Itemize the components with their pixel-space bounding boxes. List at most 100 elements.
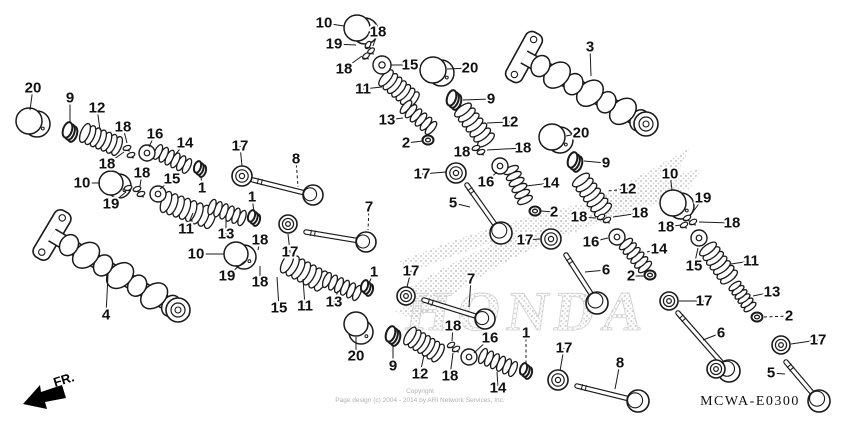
callout-number[interactable]: 18	[656, 217, 677, 238]
callout-15[interactable]: 15	[391, 55, 420, 76]
callout-16[interactable]: 16	[581, 232, 609, 253]
callout-16[interactable]: 16	[145, 124, 165, 148]
callout-number[interactable]: 13	[377, 110, 398, 131]
callout-13[interactable]: 13	[377, 110, 404, 131]
callout-number[interactable]: 18	[97, 154, 118, 175]
callout-number[interactable]: 7	[465, 269, 477, 290]
callout-number[interactable]: 17	[230, 136, 251, 157]
callout-16[interactable]: 16	[476, 172, 498, 193]
callout-number[interactable]: 2	[548, 202, 560, 223]
callout-number[interactable]: 10	[314, 13, 335, 34]
callout-12[interactable]: 12	[606, 179, 638, 200]
callout-2[interactable]: 2	[540, 202, 560, 223]
callout-number[interactable]: 12	[500, 112, 521, 133]
callout-19[interactable]: 19	[324, 34, 357, 55]
callout-number[interactable]: 9	[600, 153, 612, 174]
callout-number[interactable]: 7	[363, 197, 375, 218]
callout-number[interactable]: 2	[400, 133, 412, 154]
callout-1[interactable]: 1	[520, 323, 532, 365]
callout-18[interactable]: 18	[250, 266, 270, 293]
callout-number[interactable]: 3	[584, 37, 596, 58]
callout-11[interactable]: 11	[295, 278, 315, 317]
callout-17[interactable]: 17	[790, 330, 829, 351]
callout-18[interactable]: 18	[452, 142, 473, 163]
callout-number[interactable]: 16	[480, 328, 501, 349]
callout-20[interactable]: 20	[565, 123, 592, 144]
callout-11[interactable]: 11	[730, 251, 761, 272]
callout-18[interactable]: 18	[443, 316, 464, 342]
callout-number[interactable]: 12	[410, 364, 431, 385]
callout-11[interactable]: 11	[176, 212, 196, 240]
callout-number[interactable]: 10	[660, 164, 681, 185]
callout-number[interactable]: 6	[600, 260, 612, 281]
callout-number[interactable]: 1	[246, 187, 258, 208]
callout-15[interactable]: 15	[269, 276, 290, 319]
callout-number[interactable]: 18	[334, 59, 355, 80]
callout-2[interactable]: 2	[625, 266, 644, 287]
callout-4[interactable]: 4	[100, 274, 113, 326]
callout-number[interactable]: 2	[625, 266, 637, 287]
callout-2[interactable]: 2	[763, 306, 795, 327]
callout-20[interactable]: 20	[446, 58, 481, 79]
callout-number[interactable]: 20	[571, 123, 592, 144]
callout-number[interactable]: 16	[581, 232, 602, 253]
callout-number[interactable]: 13	[324, 292, 345, 313]
callout-1[interactable]: 1	[246, 187, 258, 213]
callout-18[interactable]: 18	[250, 230, 271, 251]
callout-number[interactable]: 19	[101, 194, 122, 215]
callout-18[interactable]: 18	[334, 55, 363, 80]
callout-number[interactable]: 17	[401, 261, 422, 282]
callout-number[interactable]: 11	[353, 79, 373, 100]
callout-number[interactable]: 11	[295, 296, 315, 317]
callout-number[interactable]: 17	[808, 330, 829, 351]
callout-18[interactable]: 18	[113, 117, 133, 144]
callout-number[interactable]: 19	[217, 266, 238, 287]
callout-17[interactable]: 17	[515, 230, 541, 251]
callout-number[interactable]: 16	[476, 172, 497, 193]
callout-number[interactable]: 6	[715, 323, 727, 344]
callout-number[interactable]: 18	[513, 138, 534, 159]
callout-15[interactable]: 15	[684, 247, 705, 277]
callout-number[interactable]: 15	[684, 256, 705, 277]
callout-20[interactable]: 20	[23, 78, 44, 111]
callout-number[interactable]: 19	[324, 34, 345, 55]
callout-3[interactable]: 3	[584, 37, 596, 77]
callout-7[interactable]: 7	[465, 269, 477, 308]
callout-number[interactable]: 18	[722, 213, 743, 234]
callout-14[interactable]: 14	[488, 371, 509, 399]
callout-number[interactable]: 20	[460, 58, 481, 79]
callout-number[interactable]: 10	[186, 244, 207, 265]
callout-18[interactable]: 18	[698, 213, 743, 234]
callout-number[interactable]: 12	[87, 98, 108, 119]
callout-number[interactable]: 14	[488, 378, 509, 399]
callout-number[interactable]: 20	[346, 346, 367, 367]
callout-number[interactable]: 15	[269, 298, 290, 319]
callout-8[interactable]: 8	[614, 353, 626, 390]
callout-14[interactable]: 14	[173, 133, 196, 157]
callout-number[interactable]: 11	[176, 219, 196, 240]
callout-2[interactable]: 2	[400, 133, 424, 154]
callout-number[interactable]: 8	[614, 353, 626, 374]
callout-17[interactable]: 17	[679, 291, 714, 312]
callout-13[interactable]: 13	[216, 219, 236, 245]
callout-number[interactable]: 13	[762, 282, 783, 303]
callout-number[interactable]: 18	[440, 366, 461, 387]
callout-number[interactable]: 18	[452, 142, 473, 163]
callout-12[interactable]: 12	[486, 112, 521, 133]
callout-number[interactable]: 17	[412, 164, 433, 185]
callout-number[interactable]: 5	[765, 363, 777, 384]
callout-15[interactable]: 15	[159, 169, 182, 190]
callout-number[interactable]: 20	[23, 78, 44, 99]
callout-number[interactable]: 18	[569, 207, 590, 228]
callout-18[interactable]: 18	[569, 207, 597, 228]
callout-number[interactable]: 17	[554, 338, 575, 359]
callout-8[interactable]: 8	[290, 149, 302, 188]
callout-number[interactable]: 9	[485, 89, 497, 110]
callout-9[interactable]: 9	[583, 153, 612, 174]
callout-number[interactable]: 18	[443, 316, 464, 337]
callout-18[interactable]: 18	[612, 203, 650, 224]
callout-18[interactable]: 18	[440, 352, 461, 387]
callout-number[interactable]: 17	[280, 242, 301, 263]
callout-11[interactable]: 11	[353, 79, 383, 100]
callout-number[interactable]: 4	[100, 305, 113, 326]
